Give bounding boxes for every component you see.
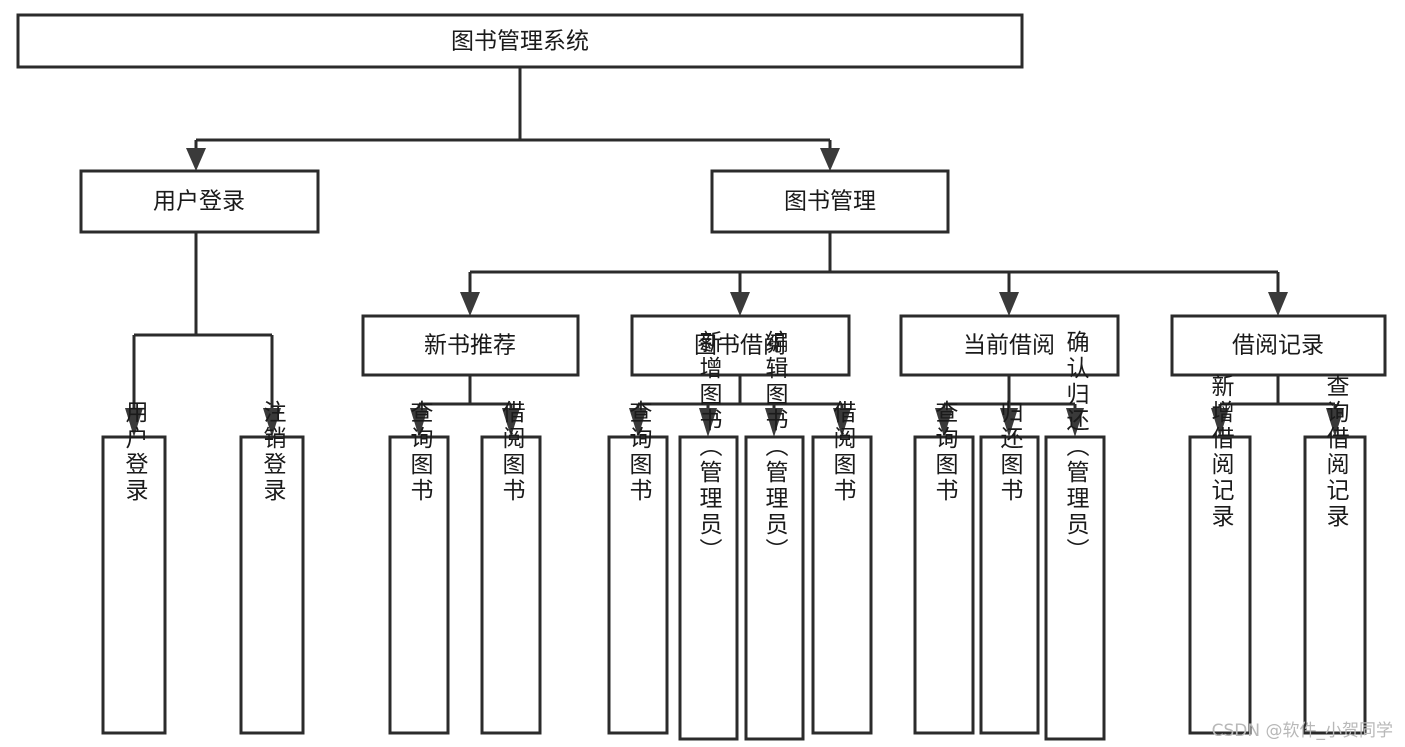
arrowhead-leaf-currentborrow-2 — [1000, 408, 1018, 437]
leaf-current-borrow-3-box[interactable] — [1044, 435, 1106, 741]
connector-group-user-login — [125, 232, 281, 437]
leaf-current-borrow-2[interactable]: 归还图书 — [979, 400, 1040, 735]
leaf-book-borrow-4[interactable]: 借阅图书 — [811, 400, 873, 735]
node-book-borrow-box[interactable] — [630, 314, 851, 377]
leaf-book-borrow-3[interactable]: 编辑图书（管理员） — [744, 330, 805, 741]
node-book-manage[interactable]: 图书管理 — [710, 169, 950, 234]
leaf-user-login-1-label: 用户登录 — [121, 400, 149, 504]
leaf-user-login-1-box[interactable] — [101, 435, 167, 735]
leaf-borrow-record-2[interactable]: 查询借阅记录 — [1303, 374, 1367, 735]
leaf-book-borrow-4-box[interactable] — [811, 435, 873, 735]
node-book-manage-label: 图书管理 — [784, 189, 876, 215]
arrowhead-leaf-bookborrow-4 — [833, 408, 851, 437]
connector-group-current-borrow — [935, 375, 1084, 437]
node-user-login-label: 用户登录 — [153, 189, 245, 215]
connector-group-book-borrow — [629, 375, 851, 437]
arrowhead-current-borrow — [999, 292, 1019, 316]
node-root-label: 图书管理系统 — [451, 29, 589, 55]
leaf-book-borrow-3-label: 编辑图书（管理员） — [761, 330, 789, 564]
leaf-new-book-1-label: 查询图书 — [406, 400, 434, 504]
leaf-book-borrow-3-box[interactable] — [744, 435, 805, 741]
arrowhead-leaf-bookborrow-1 — [629, 408, 647, 437]
arrowhead-leaf-currentborrow-1 — [935, 408, 953, 437]
node-new-book-recommend-box[interactable] — [361, 314, 580, 377]
node-root-system[interactable]: 图书管理系统 — [16, 13, 1024, 69]
leaf-current-borrow-1[interactable]: 查询图书 — [913, 400, 975, 735]
leaf-new-book-2-box[interactable] — [480, 435, 542, 735]
leaf-new-book-1[interactable]: 查询图书 — [388, 400, 450, 735]
leaf-user-login-2[interactable]: 注销登录 — [239, 400, 305, 735]
node-current-borrow[interactable]: 当前借阅 — [899, 314, 1120, 377]
arrowhead-leaf-newbook-1 — [410, 408, 428, 437]
node-borrow-record-label: 借阅记录 — [1232, 333, 1324, 359]
leaf-current-borrow-1-box[interactable] — [913, 435, 975, 735]
leaf-user-login-1[interactable]: 用户登录 — [101, 400, 167, 735]
leaf-user-login-2-box[interactable] — [239, 435, 305, 735]
leaf-current-borrow-1-label: 查询图书 — [931, 400, 959, 504]
arrowhead-book-manage — [820, 148, 840, 171]
connector-group-root — [186, 67, 840, 171]
node-book-borrow-label: 图书借阅 — [694, 333, 786, 359]
connector-group-new-book — [410, 375, 520, 437]
node-user-login[interactable]: 用户登录 — [79, 169, 320, 234]
leaf-current-borrow-2-label: 归还图书 — [996, 400, 1024, 504]
node-book-borrow[interactable]: 图书借阅 — [630, 314, 851, 377]
arrowhead-leaf-user-2 — [263, 408, 281, 437]
node-root-box[interactable] — [16, 13, 1024, 69]
leaf-borrow-record-1-label: 新增借阅记录 — [1207, 374, 1235, 530]
leaf-user-login-2-label: 注销登录 — [259, 400, 287, 504]
leaf-book-borrow-1-label: 查询图书 — [625, 400, 653, 504]
node-borrow-record-box[interactable] — [1170, 314, 1387, 377]
arrowhead-leaf-bookborrow-3 — [765, 408, 783, 437]
arrowhead-user-login — [186, 148, 206, 171]
leaf-book-borrow-2-box[interactable] — [678, 435, 739, 741]
leaf-borrow-record-1-box[interactable] — [1188, 435, 1252, 735]
connector-group-book-manage — [460, 232, 1288, 316]
leaf-new-book-2[interactable]: 借阅图书 — [480, 400, 542, 735]
arrowhead-borrow-record — [1268, 292, 1288, 316]
connector-group-borrow-record — [1211, 375, 1344, 437]
node-new-book-recommend-label: 新书推荐 — [424, 333, 516, 359]
node-current-borrow-box[interactable] — [899, 314, 1120, 377]
leaf-borrow-record-1[interactable]: 新增借阅记录 — [1188, 374, 1252, 735]
node-book-manage-box[interactable] — [710, 169, 950, 234]
leaf-new-book-2-label: 借阅图书 — [498, 400, 526, 504]
arrowhead-new-book — [460, 292, 480, 316]
leaf-book-borrow-2-label: 新增图书（管理员） — [695, 330, 723, 564]
arrowhead-leaf-borrowrecord-1 — [1211, 408, 1229, 437]
arrowhead-book-borrow — [730, 292, 750, 316]
leaf-borrow-record-2-label: 查询借阅记录 — [1322, 374, 1350, 530]
node-borrow-record[interactable]: 借阅记录 — [1170, 314, 1387, 377]
arrowhead-leaf-currentborrow-3 — [1066, 408, 1084, 437]
leaf-book-borrow-1[interactable]: 查询图书 — [607, 400, 669, 735]
leaf-new-book-1-box[interactable] — [388, 435, 450, 735]
node-user-login-box[interactable] — [79, 169, 320, 234]
arrowhead-leaf-borrowrecord-2 — [1326, 408, 1344, 437]
arrowhead-leaf-bookborrow-2 — [699, 408, 717, 437]
arrowhead-leaf-user-1 — [125, 408, 143, 437]
leaf-book-borrow-4-label: 借阅图书 — [829, 400, 857, 504]
leaf-book-borrow-2[interactable]: 新增图书（管理员） — [678, 330, 739, 741]
arrowhead-leaf-newbook-2 — [502, 408, 520, 437]
leaf-current-borrow-3-label: 确认归还（管理员） — [1062, 330, 1090, 564]
leaf-borrow-record-2-box[interactable] — [1303, 435, 1367, 735]
leaf-current-borrow-3[interactable]: 确认归还（管理员） — [1044, 330, 1106, 741]
leaf-current-borrow-2-box[interactable] — [979, 435, 1040, 735]
leaf-book-borrow-1-box[interactable] — [607, 435, 669, 735]
node-current-borrow-label: 当前借阅 — [963, 333, 1055, 359]
node-new-book-recommend[interactable]: 新书推荐 — [361, 314, 580, 377]
